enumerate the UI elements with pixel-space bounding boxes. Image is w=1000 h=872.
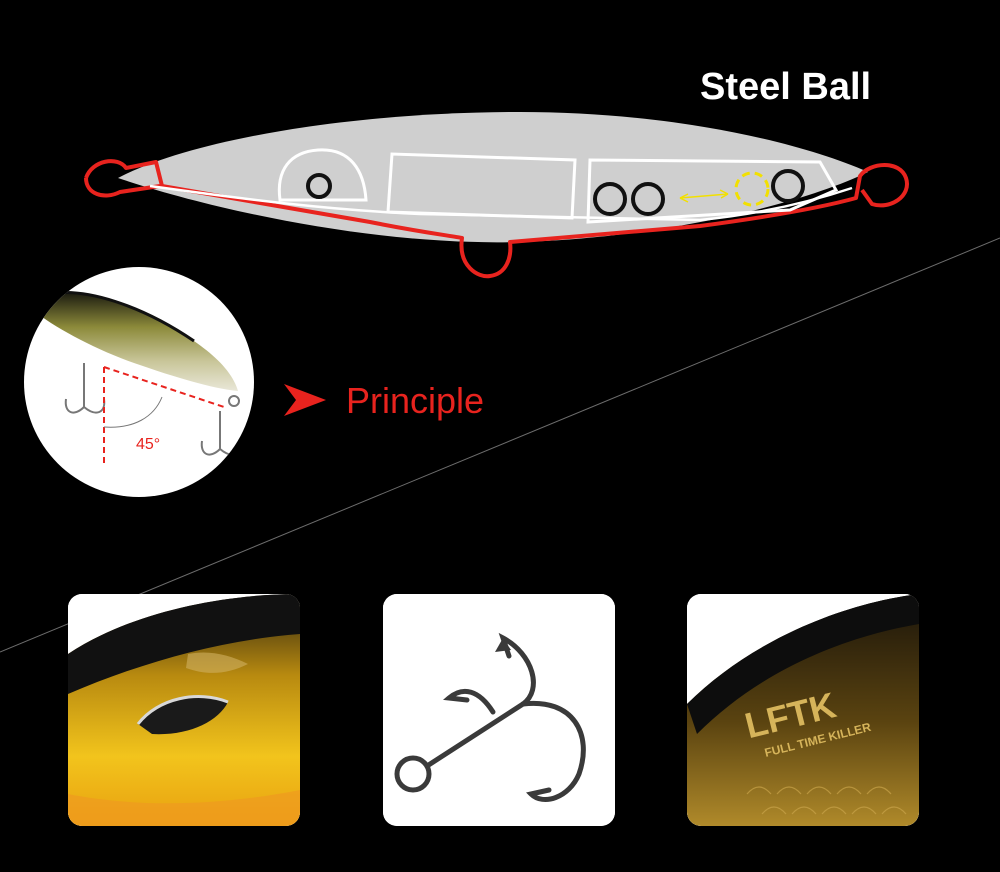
steel-ball-2: [631, 182, 665, 216]
eye-closeup-photo: [68, 594, 300, 826]
steel-ball-front: [306, 173, 332, 199]
steel-ball-1: [593, 182, 627, 216]
lure-cross-section-diagram: [84, 112, 909, 279]
lure-body: [118, 112, 868, 243]
angle-illustration: 45°: [24, 267, 254, 497]
steel-ball-label: Steel Ball: [700, 66, 872, 108]
compartment-front: [277, 148, 368, 202]
red-wire-line: [84, 159, 909, 279]
brand-logo-photo: LFTK FULL TIME KILLER: [687, 594, 919, 826]
tilted-lure-body: [34, 292, 238, 391]
red-triangle-arrow-icon: [284, 384, 326, 416]
principle-label: Principle: [346, 380, 485, 421]
steel-ball-ghost: [734, 171, 770, 207]
rear-hook: [200, 395, 242, 456]
front-hook: [64, 363, 106, 414]
steel-ball-3: [771, 169, 805, 203]
yellow-double-arrow-icon: [679, 189, 729, 203]
angle-label: 45°: [136, 436, 160, 453]
inner-frame-line: [149, 184, 853, 222]
treble-hook-photo: [383, 594, 615, 826]
